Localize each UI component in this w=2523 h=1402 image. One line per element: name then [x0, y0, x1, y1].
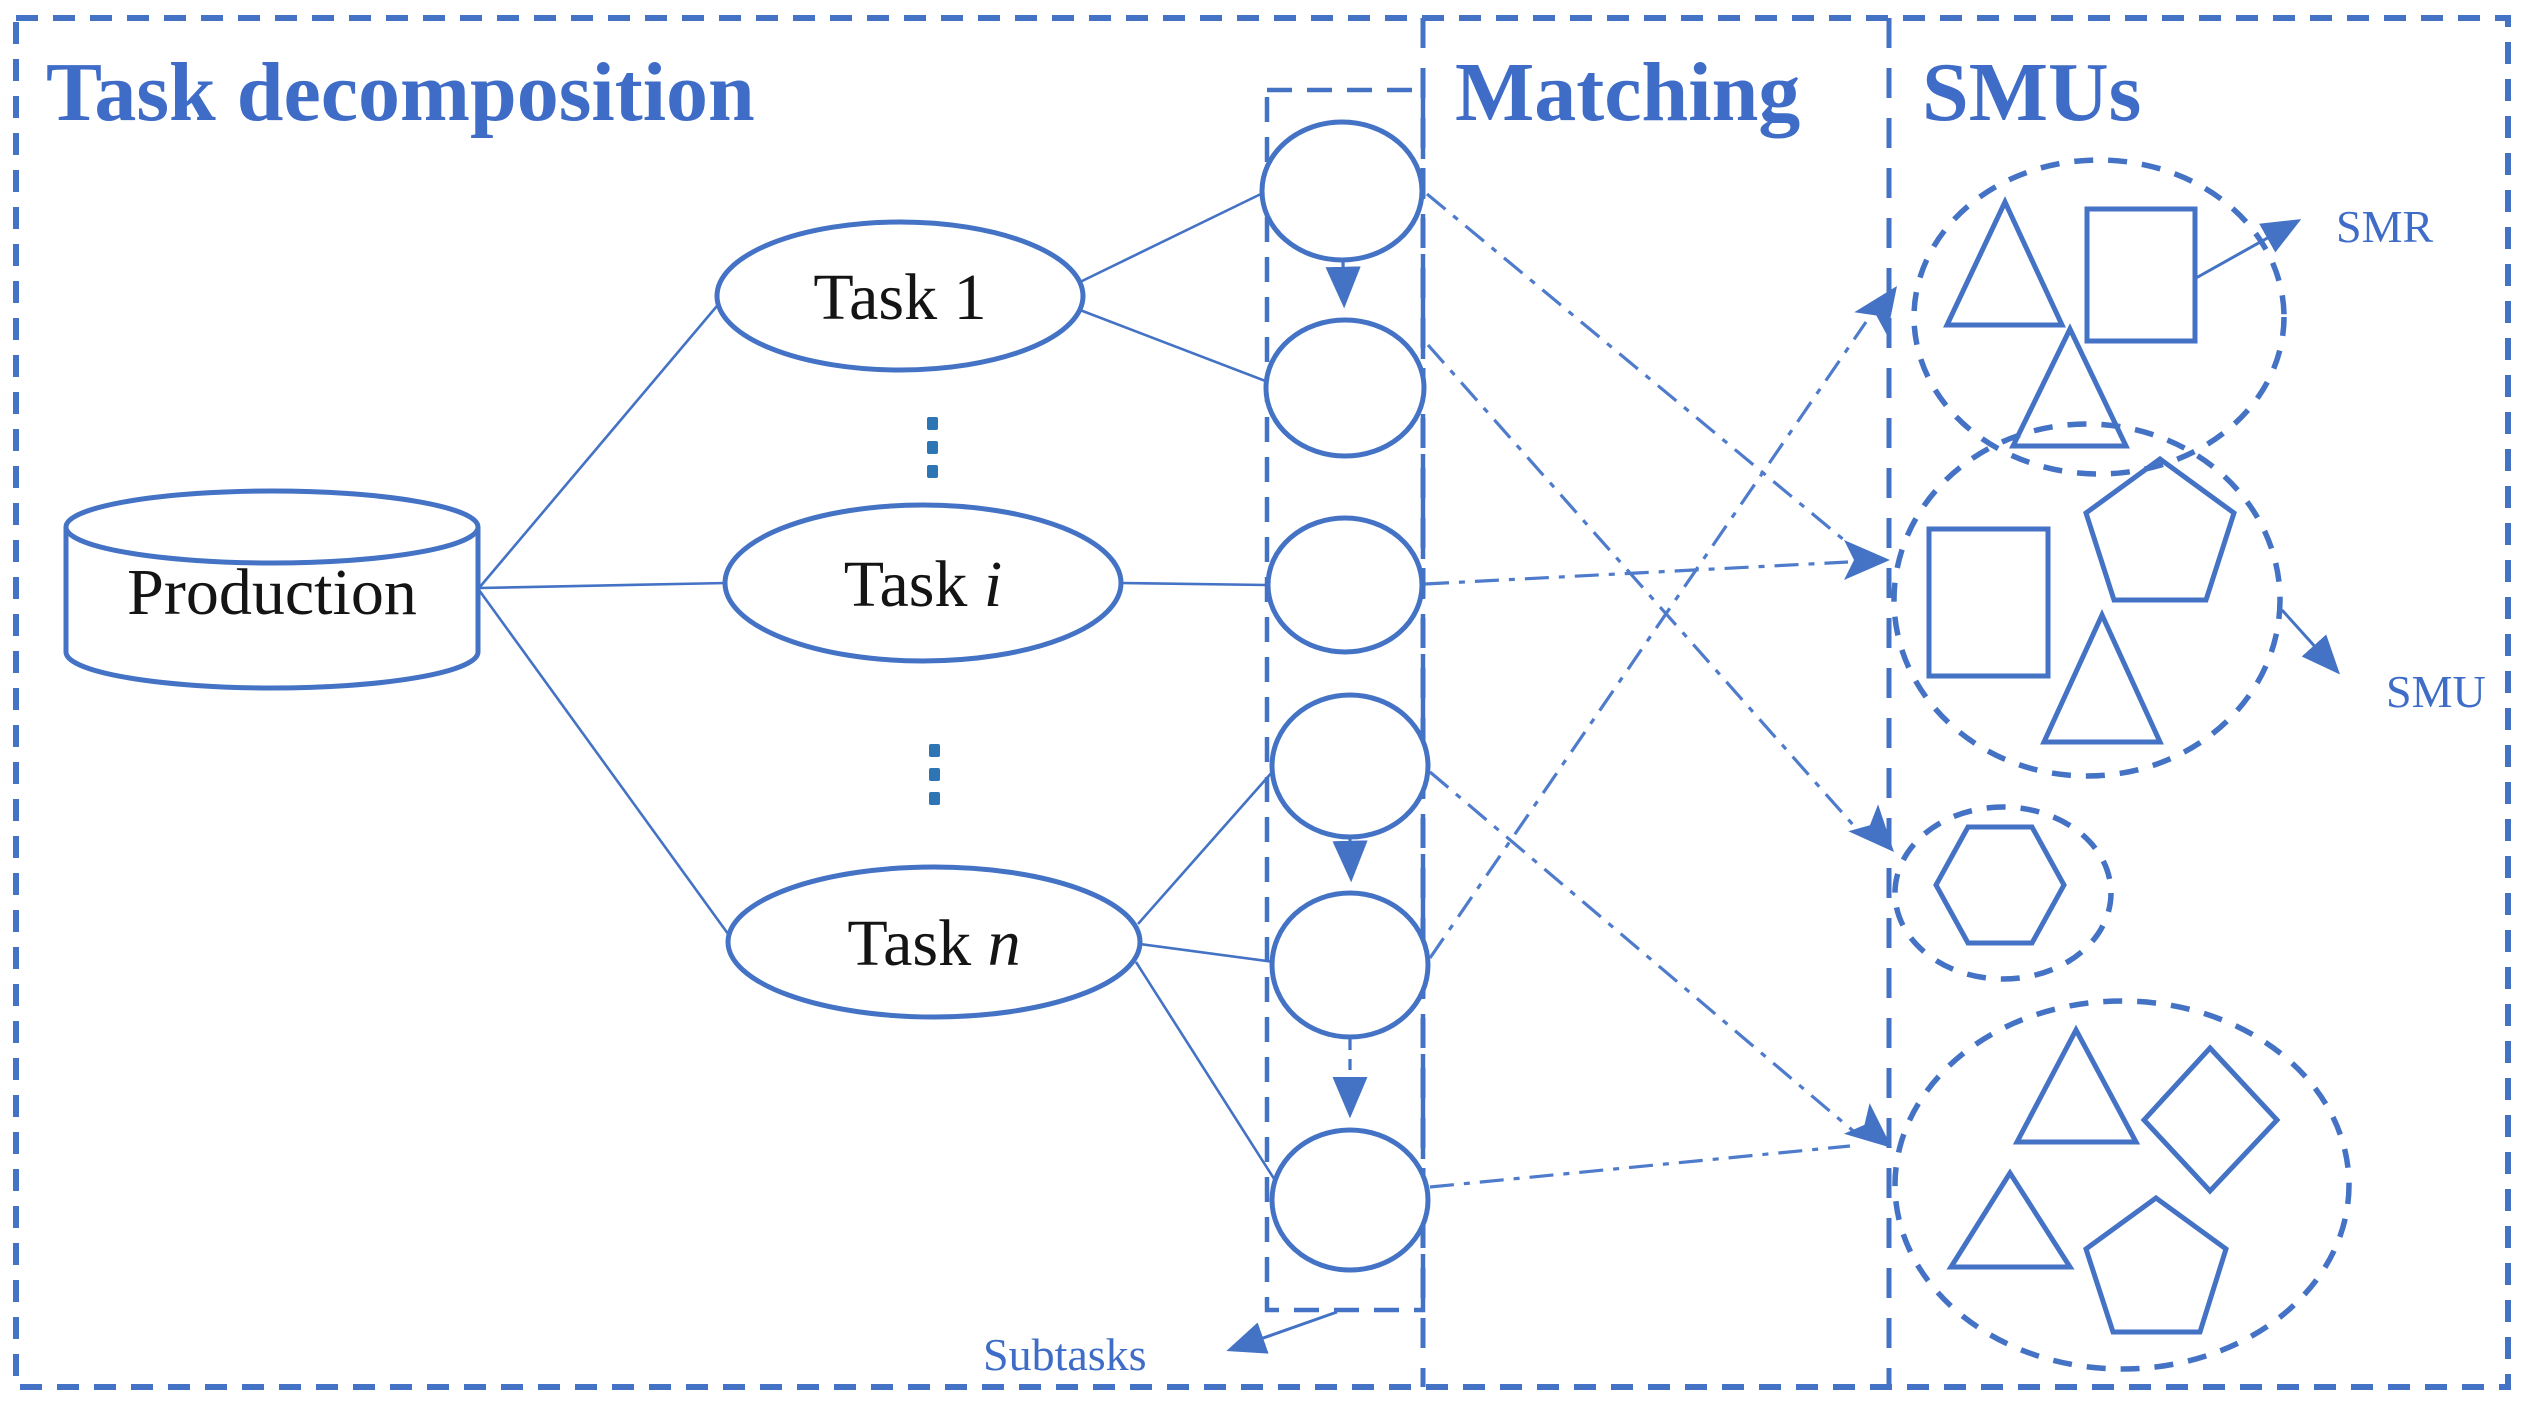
decomposition-edges [477, 190, 1280, 1186]
smu-group-2-boundary [1891, 421, 2283, 779]
production-cylinder-top [63, 488, 481, 566]
edge-task1-subtask2 [1079, 308, 1269, 384]
match-subtask5-group1 [1428, 321, 1868, 959]
smr-callout-arrow [2195, 219, 2302, 280]
subtask-circle-2 [1263, 317, 1427, 459]
production-node: Production [63, 488, 481, 691]
pentagon-shape [2083, 455, 2237, 603]
diamond-shape [2140, 1044, 2281, 1195]
triangle-shape [2012, 1024, 2141, 1145]
order-arrow-1-2 [1325, 261, 1361, 309]
taski-label: Task i [844, 548, 1003, 621]
smu-callout-arrow [2280, 608, 2341, 675]
subtasks-dashed-rect [1264, 87, 1426, 1313]
triangle-shape [1946, 1168, 2075, 1270]
edge-taskn-subtask6 [1134, 961, 1280, 1186]
smu-group-2: SMU [1891, 421, 2486, 779]
task1-label-index: 1 [954, 261, 987, 334]
smu-group-4-boundary [1892, 998, 2352, 1372]
match-subtask1-group2 [1425, 192, 1852, 547]
matching-edges [1424, 192, 1897, 1189]
smu-label: SMU [2386, 666, 2486, 717]
taskn-ellipse [725, 864, 1143, 1020]
smu-group-1-boundary [1911, 157, 2287, 477]
production-cylinder-body [63, 527, 481, 691]
arrowhead-icon-group2 [1844, 540, 1890, 580]
hexagon-shape [1933, 824, 2067, 946]
outer-dashed-border [13, 15, 2511, 1390]
arrowhead-icon-group4 [1843, 1103, 1892, 1148]
taski-ellipse [722, 502, 1124, 664]
title-task-decomposition: Task decomposition [46, 46, 755, 139]
vertical-ellipsis-top [927, 417, 938, 478]
subtasks-label: Subtasks [983, 1329, 1147, 1380]
match-subtask3-group2 [1424, 560, 1849, 586]
subtask-circle-4 [1269, 692, 1431, 840]
match-subtask2-group3 [1426, 343, 1864, 837]
subtask-circles [1259, 119, 1431, 1273]
subtask-circle-5 [1269, 890, 1431, 1040]
triangle-shape [2009, 323, 2130, 449]
arrowhead-icon-group1 [1854, 286, 1897, 336]
edge-production-taskn [477, 589, 733, 939]
task-node-n: Task n [725, 864, 1143, 1020]
match-subtask6-group4 [1429, 1144, 1851, 1189]
smu-group-3-boundary [1892, 804, 2114, 982]
order-arrow-4-5 [1332, 838, 1368, 883]
subtask-circle-1 [1259, 119, 1425, 263]
production-label: Production [127, 556, 417, 629]
task1-ellipse [714, 219, 1086, 373]
subtask-order-arrows [1325, 261, 1368, 1119]
task-node-i: Task i [722, 502, 1124, 664]
edge-taskn-subtask4 [1137, 769, 1275, 925]
taski-label-index: i [984, 548, 1002, 621]
taskn-label: Task n [847, 907, 1020, 980]
subtask-circle-3 [1265, 515, 1425, 655]
title-smus: SMUs [1922, 46, 2141, 139]
taskn-label-index: n [988, 907, 1021, 980]
smr-label: SMR [2336, 201, 2433, 252]
edge-taskn-subtask5 [1139, 942, 1275, 964]
edge-task1-subtask1 [1079, 190, 1266, 284]
subtasks-pointer-arrow [1226, 1310, 1338, 1354]
task1-label: Task 1 [813, 261, 986, 334]
edge-production-taski [478, 581, 728, 590]
taski-label-prefix: Task [844, 548, 984, 621]
edge-taski-subtask3 [1119, 581, 1268, 587]
subtask-circle-6 [1269, 1127, 1431, 1273]
edge-production-task1 [478, 299, 723, 589]
match-subtask4-group4 [1428, 770, 1860, 1137]
task-node-1: Task 1 [714, 219, 1086, 373]
title-matching: Matching [1455, 46, 1800, 139]
task1-label-prefix: Task [813, 261, 953, 334]
pentagon-shape [2083, 1194, 2229, 1335]
smu-group-1: SMR [1911, 157, 2433, 477]
square-shape [2084, 206, 2198, 344]
smu-group-4 [1892, 998, 2352, 1372]
triangle-shape [1943, 196, 2066, 328]
vertical-ellipsis-bottom [929, 744, 940, 805]
square-shape [1926, 526, 2051, 679]
arrowhead-icon-group3 [1848, 804, 1894, 852]
smu-group-3 [1892, 804, 2114, 982]
taskn-label-prefix: Task [847, 907, 987, 980]
triangle-shape [2040, 608, 2164, 745]
